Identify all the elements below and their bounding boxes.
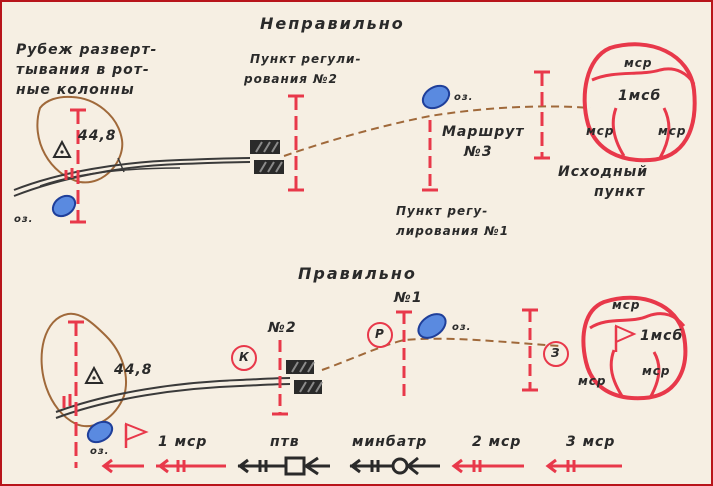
reg-point-2-line-2: рования №2 — [244, 72, 338, 86]
battalion-area-top — [582, 42, 697, 163]
road-top — [13, 157, 251, 191]
column-minbatr-label: минбатр — [352, 434, 428, 450]
lake-left-label-top: оз. — [14, 214, 34, 225]
survey-point-top — [52, 139, 72, 158]
lake-left-label-bottom: оз. — [90, 446, 110, 457]
lake-mid-label: оз. — [452, 322, 472, 333]
start-point-line-2: пункт — [594, 184, 646, 200]
column-3msr-label: 3 мср — [566, 434, 616, 450]
road-bottom — [55, 377, 291, 413]
route-label-line-2: №3 — [464, 144, 493, 160]
company-top-label-top: мср — [624, 56, 653, 70]
route-top — [283, 105, 591, 157]
hill-contour-bottom — [40, 312, 127, 427]
height-label-bottom: 44,8 — [114, 362, 153, 378]
flag-icon-bottom-left — [125, 422, 149, 442]
title-right: Правильно — [298, 264, 417, 283]
height-label-top: 44,8 — [78, 128, 117, 144]
title-wrong: Неправильно — [260, 14, 405, 33]
company-right-label-top: мср — [658, 124, 687, 138]
survey-point-bottom — [84, 365, 104, 384]
route-label-line-1: Маршрут — [442, 124, 525, 140]
flag-icon-battalion — [615, 324, 637, 344]
point-2-label: №2 — [268, 320, 297, 336]
battalion-label-bottom: 1мсб — [640, 328, 684, 344]
reg-point-2-line-1: Пункт регули- — [250, 52, 362, 66]
reg-point-1-line-1: Пункт регу- — [396, 204, 489, 218]
battalion-label-top: 1мсб — [618, 88, 662, 104]
hill-contour-top — [36, 95, 124, 184]
circle-r-label: Р — [375, 327, 385, 341]
lake-right-label-top: оз. — [454, 92, 474, 103]
column-arrows — [101, 456, 622, 476]
circle-3 — [543, 341, 569, 367]
company-right-label-bottom: мср — [642, 364, 671, 378]
circle-k — [231, 345, 257, 371]
circle-r — [367, 322, 393, 348]
reg-point-1-line-2: лирования №1 — [396, 224, 510, 238]
company-left-label-top: мср — [586, 124, 615, 138]
lake-left-top — [51, 194, 77, 218]
deploy-label-line-3: ные колонны — [16, 82, 135, 98]
lake-left-bottom — [86, 420, 114, 444]
column-1msr-label: 1 мср — [158, 434, 208, 450]
column-ptv-label: птв — [270, 434, 300, 450]
deploy-label-line-2: тывания в рот- — [16, 62, 150, 78]
circle-3-label: З — [551, 346, 561, 360]
battalion-area-bottom — [581, 295, 688, 401]
route-bottom — [321, 337, 561, 371]
lake-mid-bottom — [417, 313, 447, 339]
column-2msr-label: 2 мср — [472, 434, 522, 450]
company-top-label-bottom: мср — [612, 298, 641, 312]
point-1-label: №1 — [394, 290, 423, 306]
circle-k-label: К — [239, 350, 250, 364]
lake-right-top — [421, 84, 451, 110]
start-point-line-1: Исходный — [558, 164, 649, 180]
deploy-label-line-1: Рубеж разверт- — [16, 42, 158, 58]
company-left-label-bottom: мср — [578, 374, 607, 388]
